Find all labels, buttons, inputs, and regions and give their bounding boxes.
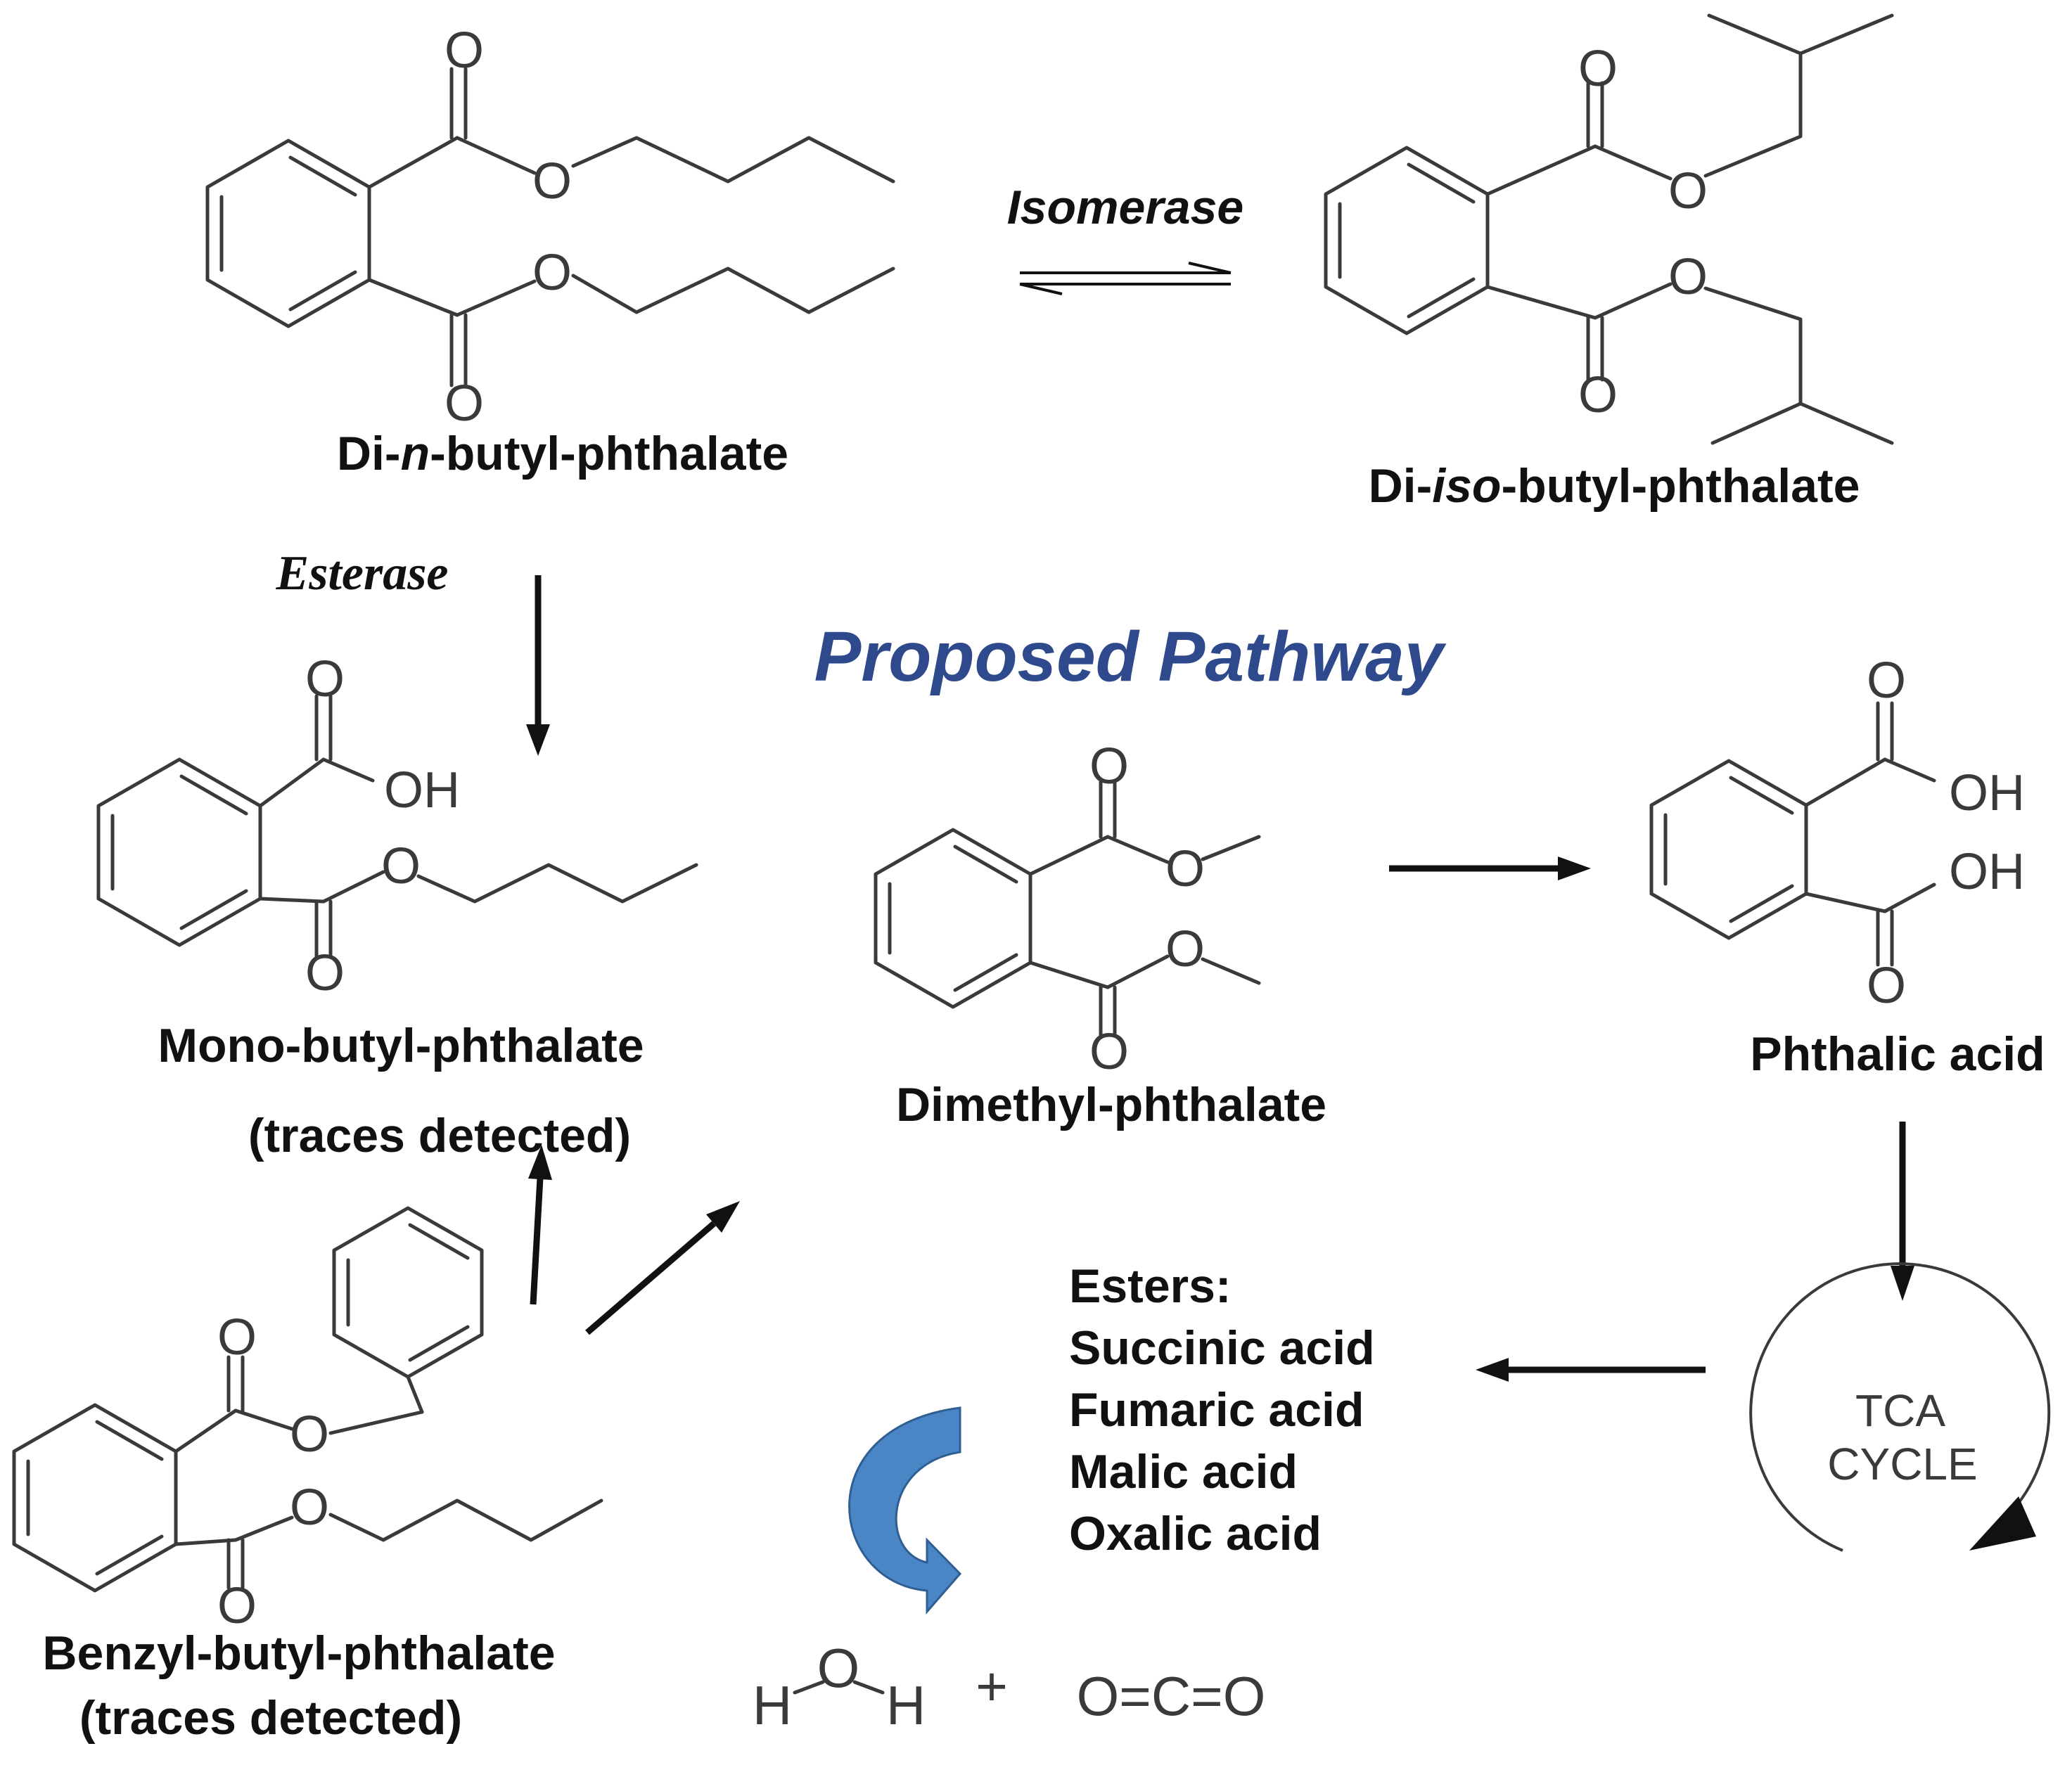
hydroxyl-group: OH	[1949, 765, 2025, 821]
arrow-esterase-down	[526, 575, 550, 756]
tca-cycle	[1749, 1262, 2051, 1552]
hydroxyl-group: OH	[384, 762, 460, 819]
arrow-bbp-to-dmp	[585, 1201, 740, 1335]
oxygen-atom: O	[1668, 163, 1708, 219]
oxygen-atom: O	[1578, 367, 1618, 423]
oxygen-atom: O	[1578, 41, 1618, 97]
oxygen-atom: O	[290, 1480, 329, 1536]
diagram-title: Proposed Pathway	[814, 617, 1447, 696]
oxygen-atom: O	[217, 1578, 257, 1634]
carbon-dioxide: O=C=O	[1077, 1665, 1266, 1727]
tca-label-line1: TCA	[1855, 1385, 1945, 1436]
label-mono-butyl-phthalate: Mono-butyl-phthalate	[158, 1019, 644, 1072]
tca-label-line2: CYCLE	[1827, 1439, 1977, 1489]
curved-arrow	[848, 1406, 962, 1615]
arrow-bbp-to-mbp	[528, 1145, 552, 1305]
tca-cycle-arrowhead	[1969, 1496, 2036, 1551]
oxygen-atom: O	[445, 23, 484, 79]
oxygen-atom: O	[1668, 249, 1708, 305]
esters-heading: Esters:	[1069, 1259, 1232, 1313]
oxygen-atom: O	[532, 153, 572, 210]
label-di-n-butyl-phthalate: Di-n-butyl-phthalate	[337, 427, 788, 480]
oxygen-atom: O	[1089, 1024, 1129, 1080]
arrow-phthalic-acid-to-tca	[1891, 1122, 1914, 1301]
ester-item: Malic acid	[1069, 1445, 1298, 1498]
plus-sign: +	[976, 1655, 1008, 1717]
arrow-tca-to-esters	[1476, 1358, 1706, 1382]
structure-dimethyl-phthalate	[874, 780, 1261, 1037]
label-phthalic-acid: Phthalic acid	[1750, 1027, 2045, 1081]
oxygen-atom: O	[1867, 653, 1906, 709]
label-isomerase: Isomerase	[1007, 181, 1243, 234]
oxygen-atom: O	[381, 838, 421, 894]
hydroxyl-group: OH	[1949, 844, 2025, 900]
oxygen-atom: O	[1089, 738, 1129, 795]
ester-item: Fumaric acid	[1069, 1383, 1364, 1437]
oxygen-atom: O	[532, 245, 572, 301]
hydrogen-atom: H	[886, 1674, 926, 1736]
structure-di-n-butyl-phthalate	[205, 67, 895, 387]
oxygen-atom: O	[290, 1406, 329, 1463]
label-esterase: Esterase	[276, 546, 449, 601]
oxygen-atom: O	[217, 1309, 257, 1366]
hydrogen-atom: H	[753, 1674, 792, 1736]
oxygen-atom: O	[445, 376, 484, 432]
label-dimethyl-phthalate: Dimethyl-phthalate	[896, 1078, 1326, 1131]
water-molecule	[793, 1680, 885, 1695]
structure-phthalic-acid	[1649, 701, 1936, 967]
oxygen-atom: O	[305, 945, 345, 1001]
label-benzyl-butyl-phthalate: Benzyl-butyl-phthalate	[42, 1626, 555, 1680]
oxygen-atom: O	[1867, 958, 1906, 1014]
arrow-dmp-to-phthalic-acid	[1389, 856, 1591, 880]
label-benzyl-butyl-phthalate-note: (traces detected)	[79, 1691, 462, 1745]
equilibrium-arrow	[1019, 262, 1232, 295]
oxygen-atom: O	[1165, 921, 1205, 977]
oxygen-atom: O	[305, 651, 345, 707]
structure-di-iso-butyl-phthalate	[1324, 13, 1894, 445]
oxygen-atom: O	[1165, 841, 1205, 897]
label-di-iso-butyl-phthalate: Di-iso-butyl-phthalate	[1369, 459, 1860, 513]
structure-benzyl-butyl-phthalate	[12, 1206, 603, 1593]
ester-item: Oxalic acid	[1069, 1507, 1322, 1560]
oxygen-atom: O	[817, 1637, 860, 1699]
ester-item: Succinic acid	[1069, 1321, 1375, 1375]
structure-mono-butyl-phthalate	[96, 694, 698, 958]
label-mono-butyl-phthalate-note: (traces detected)	[248, 1109, 631, 1162]
